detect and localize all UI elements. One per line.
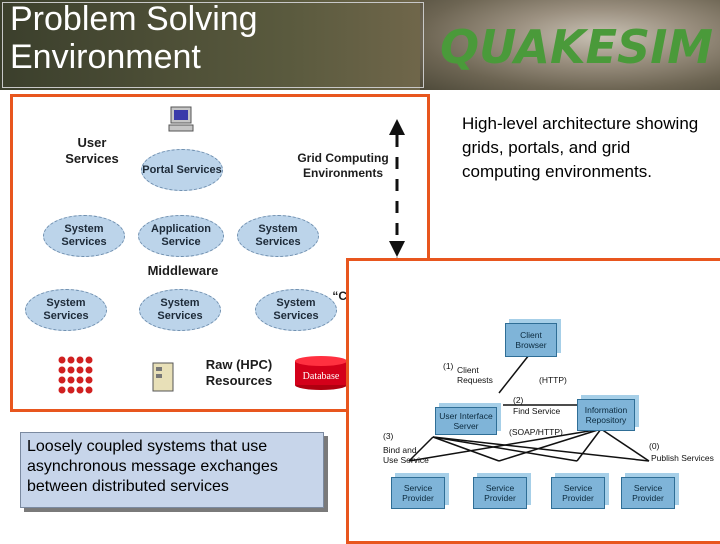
soap-http-label: (SOAP/HTTP)	[509, 427, 563, 437]
portal-services-label: Portal Services	[142, 163, 222, 176]
system-services-oval-2: System Services	[237, 215, 319, 257]
ui-server-box: User Interface Server	[435, 407, 497, 435]
step-0-label: (0)	[649, 441, 660, 451]
note-box: Loosely coupled systems that use asynchr…	[20, 432, 324, 508]
cluster-icon	[58, 356, 93, 394]
portal-services-oval: Portal Services	[141, 149, 223, 191]
http-label: (HTTP)	[539, 375, 567, 385]
service-connectors	[408, 354, 650, 462]
service-provider-box-3: Service Provider	[551, 477, 605, 509]
system-services-label: System Services	[43, 297, 89, 322]
user-services-label: User Services	[65, 135, 119, 166]
raw-resources-label: Raw (HPC) Resources	[205, 357, 273, 388]
info-repo-label: Information Repository	[584, 405, 628, 425]
system-services-oval-1: System Services	[43, 215, 125, 257]
service-provider-box-4: Service Provider	[621, 477, 675, 509]
bind-use-label: Bind and Use Service	[383, 445, 429, 465]
description-text: High-level architecture showing grids, p…	[462, 114, 699, 181]
computer-icon	[168, 106, 194, 132]
application-service-oval: Application Service	[138, 215, 224, 257]
service-provider-label: Service Provider	[562, 483, 594, 503]
system-services-label: System Services	[273, 297, 319, 322]
step-3-label: (3)	[383, 431, 394, 441]
system-services-oval-4: System Services	[139, 289, 221, 331]
step-1-label: (1)	[443, 361, 454, 371]
middleware-label: Middleware	[147, 263, 219, 278]
client-requests-label: Client Requests	[457, 365, 493, 385]
application-service-label: Application Service	[151, 223, 211, 248]
server-icon	[152, 362, 174, 392]
system-services-label: System Services	[61, 223, 107, 248]
service-provider-label: Service Provider	[484, 483, 516, 503]
terrain-image	[420, 0, 720, 90]
system-services-oval-5: System Services	[255, 289, 337, 331]
client-browser-label: Client Browser	[515, 330, 547, 350]
header-banner: QUAKESIM	[0, 0, 720, 90]
title-line-2: Environment	[10, 38, 201, 76]
system-services-label: System Services	[255, 223, 301, 248]
quakesim-logo: QUAKESIM	[440, 20, 714, 74]
step-2-label: (2)	[513, 395, 524, 405]
service-provider-label: Service Provider	[632, 483, 664, 503]
system-services-oval-3: System Services	[25, 289, 107, 331]
title-box	[2, 2, 424, 88]
service-provider-label: Service Provider	[402, 483, 434, 503]
publish-label: Publish Services	[651, 453, 714, 463]
info-repo-box: Information Repository	[577, 399, 635, 431]
page-title: Problem Solving Environment	[10, 0, 410, 76]
ui-server-label: User Interface Server	[439, 411, 493, 431]
service-diagram: Client Browser (1) Client Requests (HTTP…	[346, 258, 720, 544]
grid-env-label: Grid Computing Environments	[297, 151, 389, 180]
system-services-label: System Services	[157, 297, 203, 322]
service-provider-box-1: Service Provider	[391, 477, 445, 509]
find-service-label: Find Service	[513, 406, 561, 416]
database-icon	[295, 356, 347, 390]
client-browser-box: Client Browser	[505, 323, 557, 357]
title-line-1: Problem Solving	[10, 0, 258, 38]
service-provider-box-2: Service Provider	[473, 477, 527, 509]
database-label: Database	[302, 371, 340, 382]
